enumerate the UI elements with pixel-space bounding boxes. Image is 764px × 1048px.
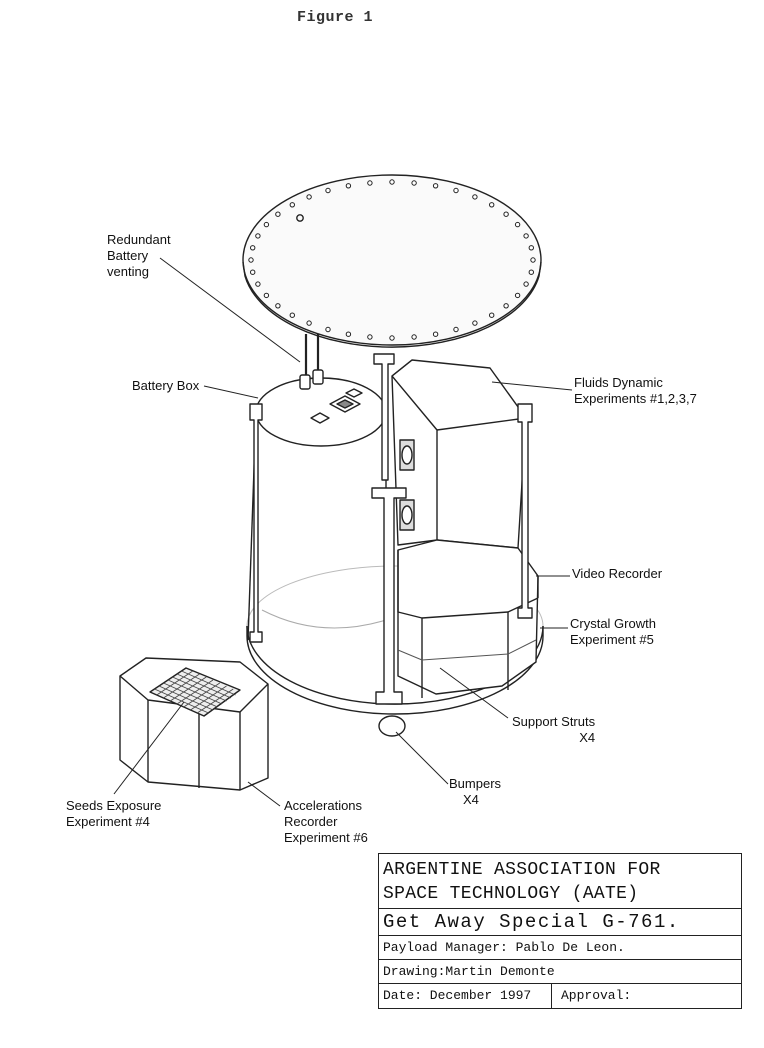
lower-stack	[397, 539, 539, 698]
seed-grid-line	[183, 682, 220, 708]
lid-bolt	[453, 326, 459, 333]
label-support-struts: Support Struts X4	[512, 714, 596, 745]
lid-bolt	[411, 180, 417, 186]
lid-bolt	[345, 183, 352, 189]
lid-bolt	[411, 334, 417, 340]
lid-bolt	[250, 245, 256, 251]
seed-grid-line	[176, 679, 214, 705]
project-name: Get Away Special G-761.	[379, 909, 741, 936]
payload-manager: Payload Manager: Pablo De Leon.	[379, 936, 741, 960]
payload-exploded-drawing	[113, 174, 573, 807]
lid-bolts	[248, 179, 536, 341]
label-video-recorder: Video Recorder	[572, 566, 663, 581]
bumper	[378, 715, 406, 737]
lid-bolt	[367, 180, 373, 186]
lid-bolt	[472, 320, 478, 326]
fluids-housing	[391, 359, 527, 549]
seed-grid	[154, 670, 236, 714]
lid-bolt	[389, 179, 395, 185]
lid-bolt	[528, 245, 534, 251]
seed-grid-line	[172, 676, 227, 702]
lid-bolt	[432, 183, 439, 189]
venting-pipes	[304, 334, 320, 378]
support-struts	[249, 353, 533, 705]
lid-bolt	[514, 292, 521, 299]
lid-bolt	[367, 334, 373, 340]
label-seeds-exposure: Seeds Exposure Experiment #4	[66, 798, 162, 829]
approval-field: Approval:	[561, 988, 632, 1003]
lid-bolt	[255, 233, 261, 239]
lid-bolt	[489, 312, 495, 318]
lid-bolt	[306, 194, 312, 200]
lid-bolt	[523, 233, 529, 239]
drawing-credit: Drawing:Martin Demonte	[379, 960, 741, 984]
lid-bolt	[248, 257, 254, 263]
label-bumpers: Bumpers X4	[449, 776, 502, 807]
title-block: ARGENTINE ASSOCIATION FOR SPACE TECHNOLO…	[378, 853, 742, 1009]
label-battery-box: Battery Box	[132, 378, 200, 393]
lid-bolt	[325, 187, 331, 194]
seed-grid-line	[190, 685, 227, 711]
lid-bolt	[289, 202, 295, 208]
lid-bolt	[289, 312, 295, 318]
seeds-box	[119, 657, 269, 791]
lid-bolt	[530, 257, 536, 263]
lid-bolt	[453, 187, 459, 194]
lid-bolt	[489, 202, 495, 208]
lid-bolt	[263, 221, 270, 228]
seed-grid-line	[176, 673, 232, 699]
top-lid	[242, 174, 542, 348]
lid-bolt	[263, 292, 270, 299]
lid-bolt	[514, 221, 521, 228]
date-approval-row: Date: December 1997 Approval:	[379, 984, 741, 1010]
lid-bolt	[255, 281, 261, 287]
drawing-date: Date: December 1997	[379, 984, 552, 1008]
label-crystal-growth: Crystal Growth Experiment #5	[570, 616, 656, 647]
lid-bolt	[523, 281, 529, 287]
lid-bolt	[389, 335, 395, 341]
lid-bolt	[345, 331, 352, 337]
lid-bolt	[275, 303, 281, 309]
label-redundant-battery-venting: Redundant Battery venting	[107, 232, 171, 279]
lid-bolt	[503, 211, 509, 217]
lid-bolt	[528, 269, 534, 275]
label-accelerations-recorder: Accelerations Recorder Experiment #6	[284, 798, 368, 845]
leader-lines	[113, 257, 573, 807]
seed-grid-line	[181, 670, 236, 696]
lid-bolt	[250, 269, 256, 275]
lid-bolt	[325, 326, 331, 333]
lid-bolt	[503, 303, 509, 309]
lid-bolt	[472, 194, 478, 200]
organization-name: ARGENTINE ASSOCIATION FOR SPACE TECHNOLO…	[379, 854, 741, 909]
lid-bolt	[275, 211, 281, 217]
lid-bolt	[306, 320, 312, 326]
figure-title: Figure 1	[297, 9, 374, 26]
label-fluids-dynamic: Fluids Dynamic Experiments #1,2,3,7	[574, 375, 697, 406]
seed-grid-line	[197, 688, 234, 714]
lid-bolt	[432, 331, 439, 337]
